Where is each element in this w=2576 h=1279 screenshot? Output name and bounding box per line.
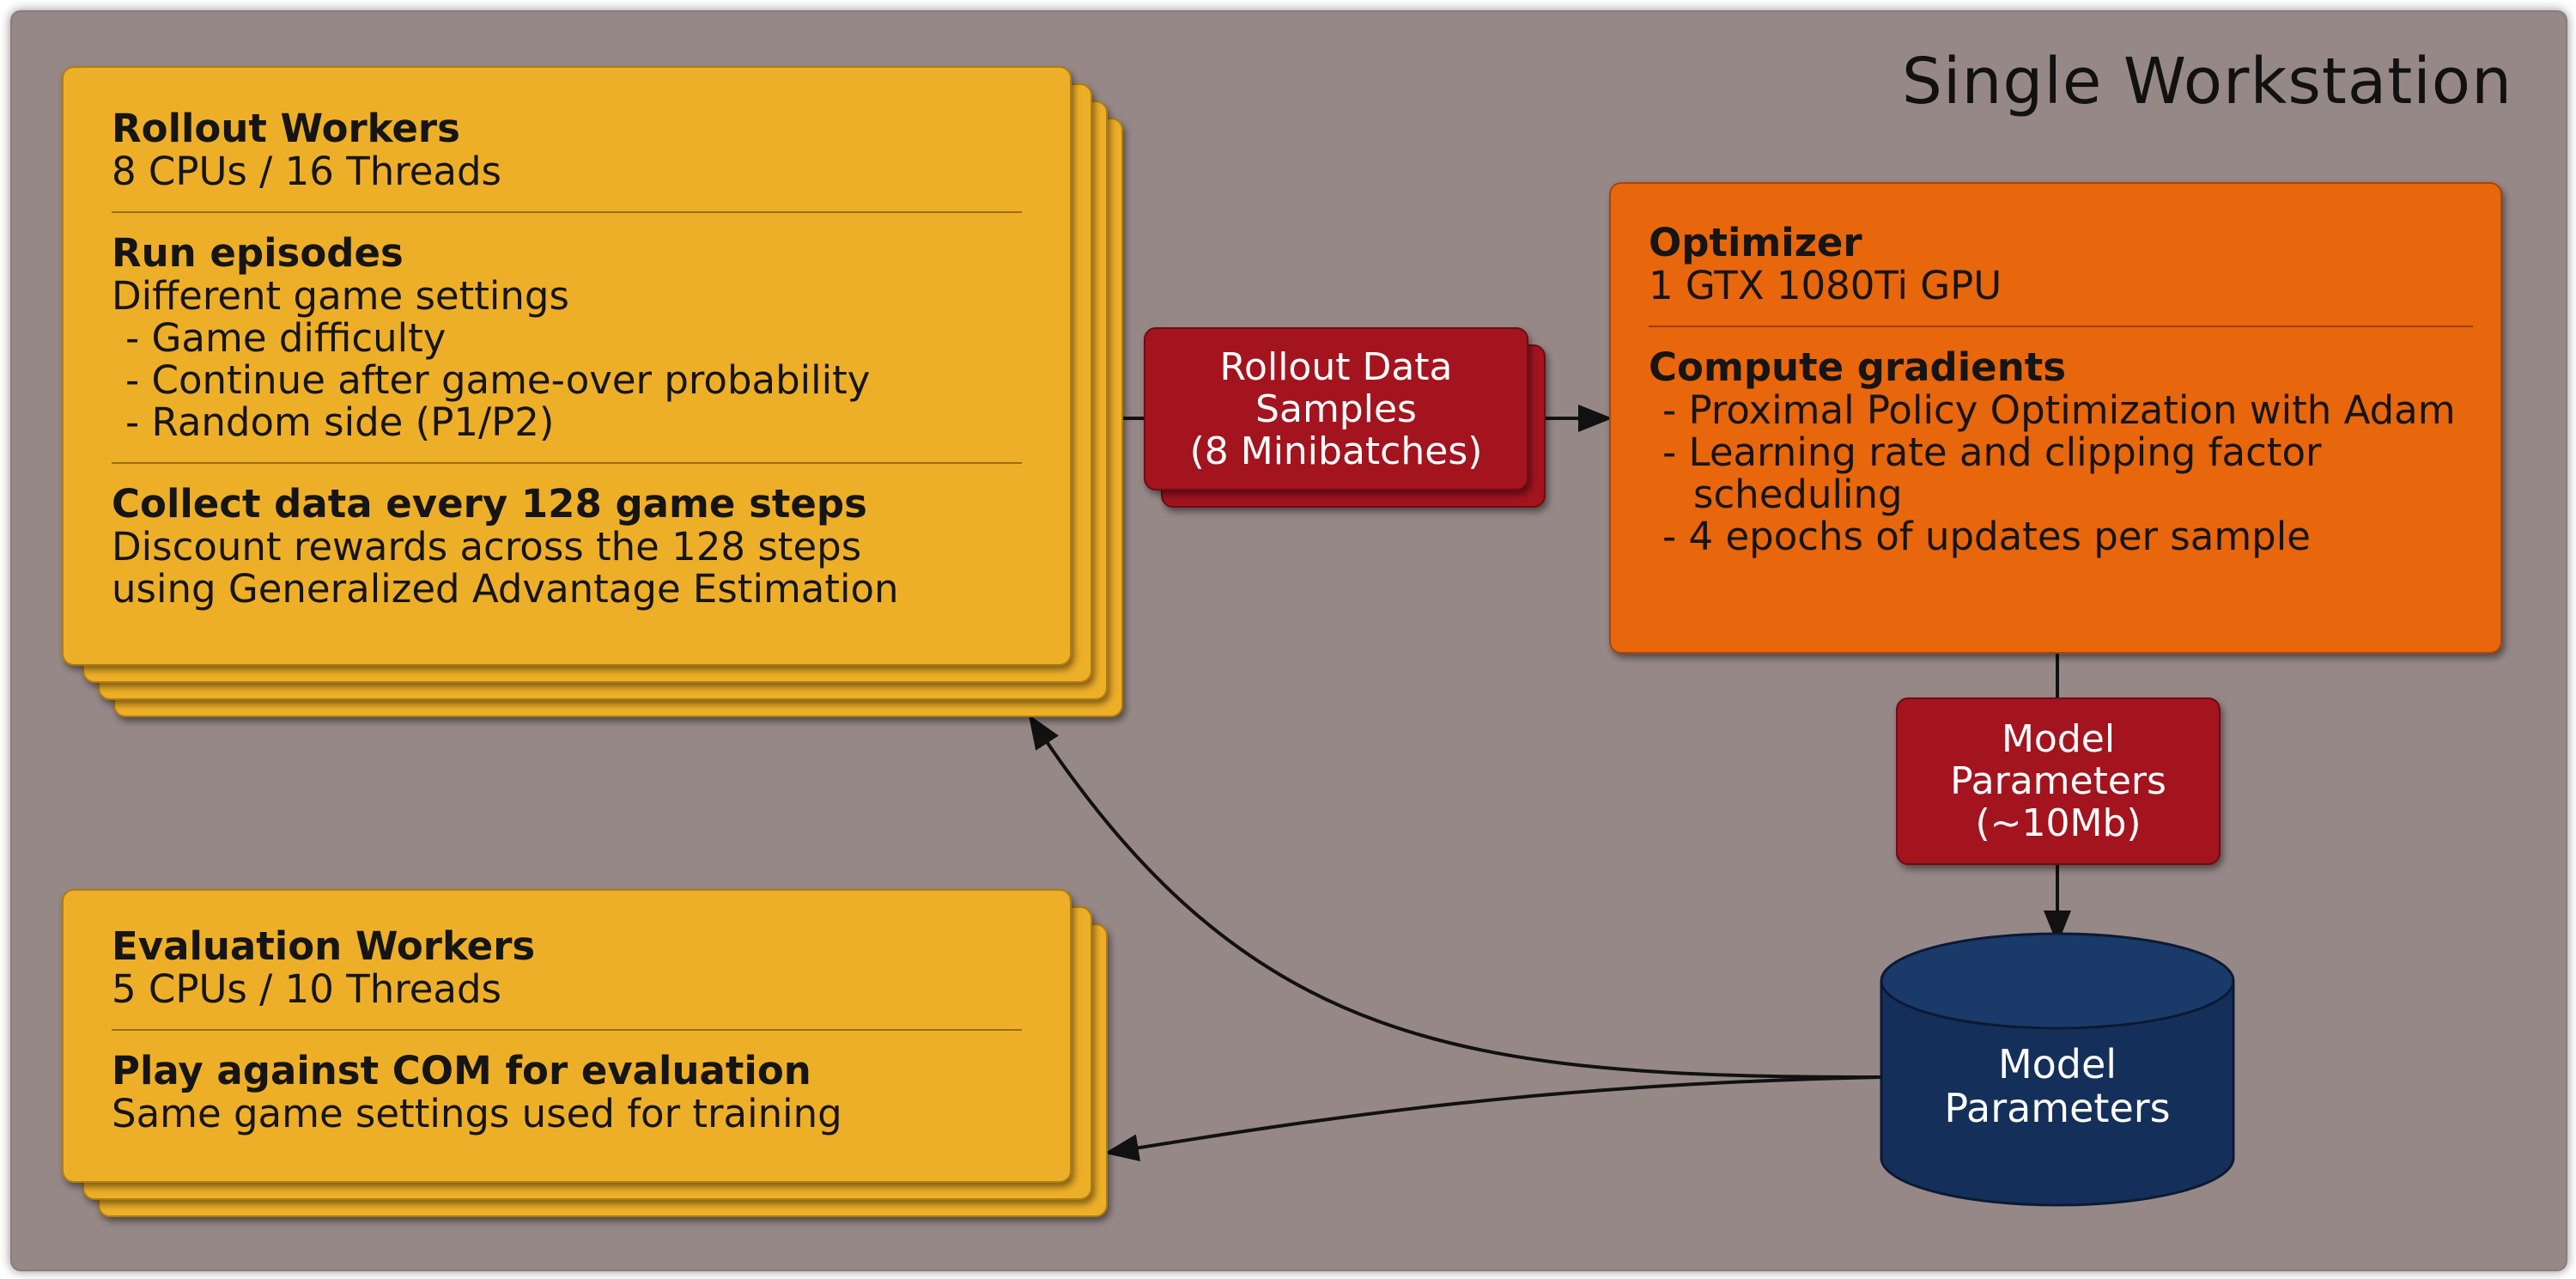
divider <box>112 462 1022 464</box>
optimizer-bullet: - 4 epochs of updates per sample <box>1662 514 2311 559</box>
model-params-msg-line: Model <box>2001 717 2116 761</box>
divider <box>1649 326 2473 327</box>
model-parameters-db-label: Model Parameters <box>1881 1035 2233 1138</box>
edge-db-to-rollout <box>1028 714 1882 1079</box>
rollout-data-samples-card: Rollout Data Samples (8 Minibatches) <box>1144 327 1528 490</box>
divider <box>112 211 1022 213</box>
run-episodes-line: Different game settings <box>112 273 569 319</box>
model-parameters-database <box>1880 932 2235 1207</box>
divider <box>112 1029 1022 1031</box>
play-against-com-line: Same game settings used for training <box>112 1091 842 1136</box>
run-episodes-heading: Run episodes <box>112 230 404 276</box>
evaluation-heading: Evaluation Workers <box>112 923 536 969</box>
rollout-subheading: 8 CPUs / 16 Threads <box>112 149 501 194</box>
edge-db-to-evaluation <box>1104 1075 1882 1162</box>
rollout-data-line: Samples <box>1255 387 1417 431</box>
evaluation-subheading: 5 CPUs / 10 Threads <box>112 966 501 1012</box>
optimizer-subheading: 1 GTX 1080Ti GPU <box>1649 263 2002 308</box>
diagram-title: Single Workstation <box>1901 45 2512 119</box>
run-episodes-bullet: - Game difficulty <box>125 315 447 361</box>
play-against-com-heading: Play against COM for evaluation <box>112 1048 811 1093</box>
optimizer-bullet: - Proximal Policy Optimization with Adam <box>1662 387 2456 433</box>
model-params-msg-line: (~10Mb) <box>1975 801 2142 845</box>
evaluation-workers-card: Evaluation Workers 5 CPUs / 10 Threads P… <box>62 889 1072 1183</box>
rollout-data-line: (8 Minibatches) <box>1189 429 1483 473</box>
run-episodes-bullet: - Random side (P1/P2) <box>125 399 555 445</box>
optimizer-heading: Optimizer <box>1649 220 1862 265</box>
collect-data-line: Discount rewards across the 128 steps <box>112 524 862 569</box>
rollout-heading: Rollout Workers <box>112 106 460 151</box>
model-params-db-line: Parameters <box>1944 1085 2171 1131</box>
optimizer-card: Optimizer 1 GTX 1080Ti GPU Compute gradi… <box>1609 182 2502 654</box>
collect-data-line: using Generalized Advantage Estimation <box>112 566 899 612</box>
rollout-data-line: Rollout Data <box>1219 344 1453 389</box>
model-parameters-message-card: Model Parameters (~10Mb) <box>1896 697 2221 865</box>
run-episodes-bullet: - Continue after game-over probability <box>125 357 871 403</box>
compute-gradients-heading: Compute gradients <box>1649 344 2067 390</box>
model-params-db-line: Model <box>1997 1041 2117 1087</box>
rollout-workers-card: Rollout Workers 8 CPUs / 16 Threads Run … <box>62 66 1072 666</box>
model-params-msg-line: Parameters <box>1950 759 2166 803</box>
optimizer-bullet: - Learning rate and clipping factor sche… <box>1662 429 2322 517</box>
collect-data-heading: Collect data every 128 game steps <box>112 481 867 527</box>
